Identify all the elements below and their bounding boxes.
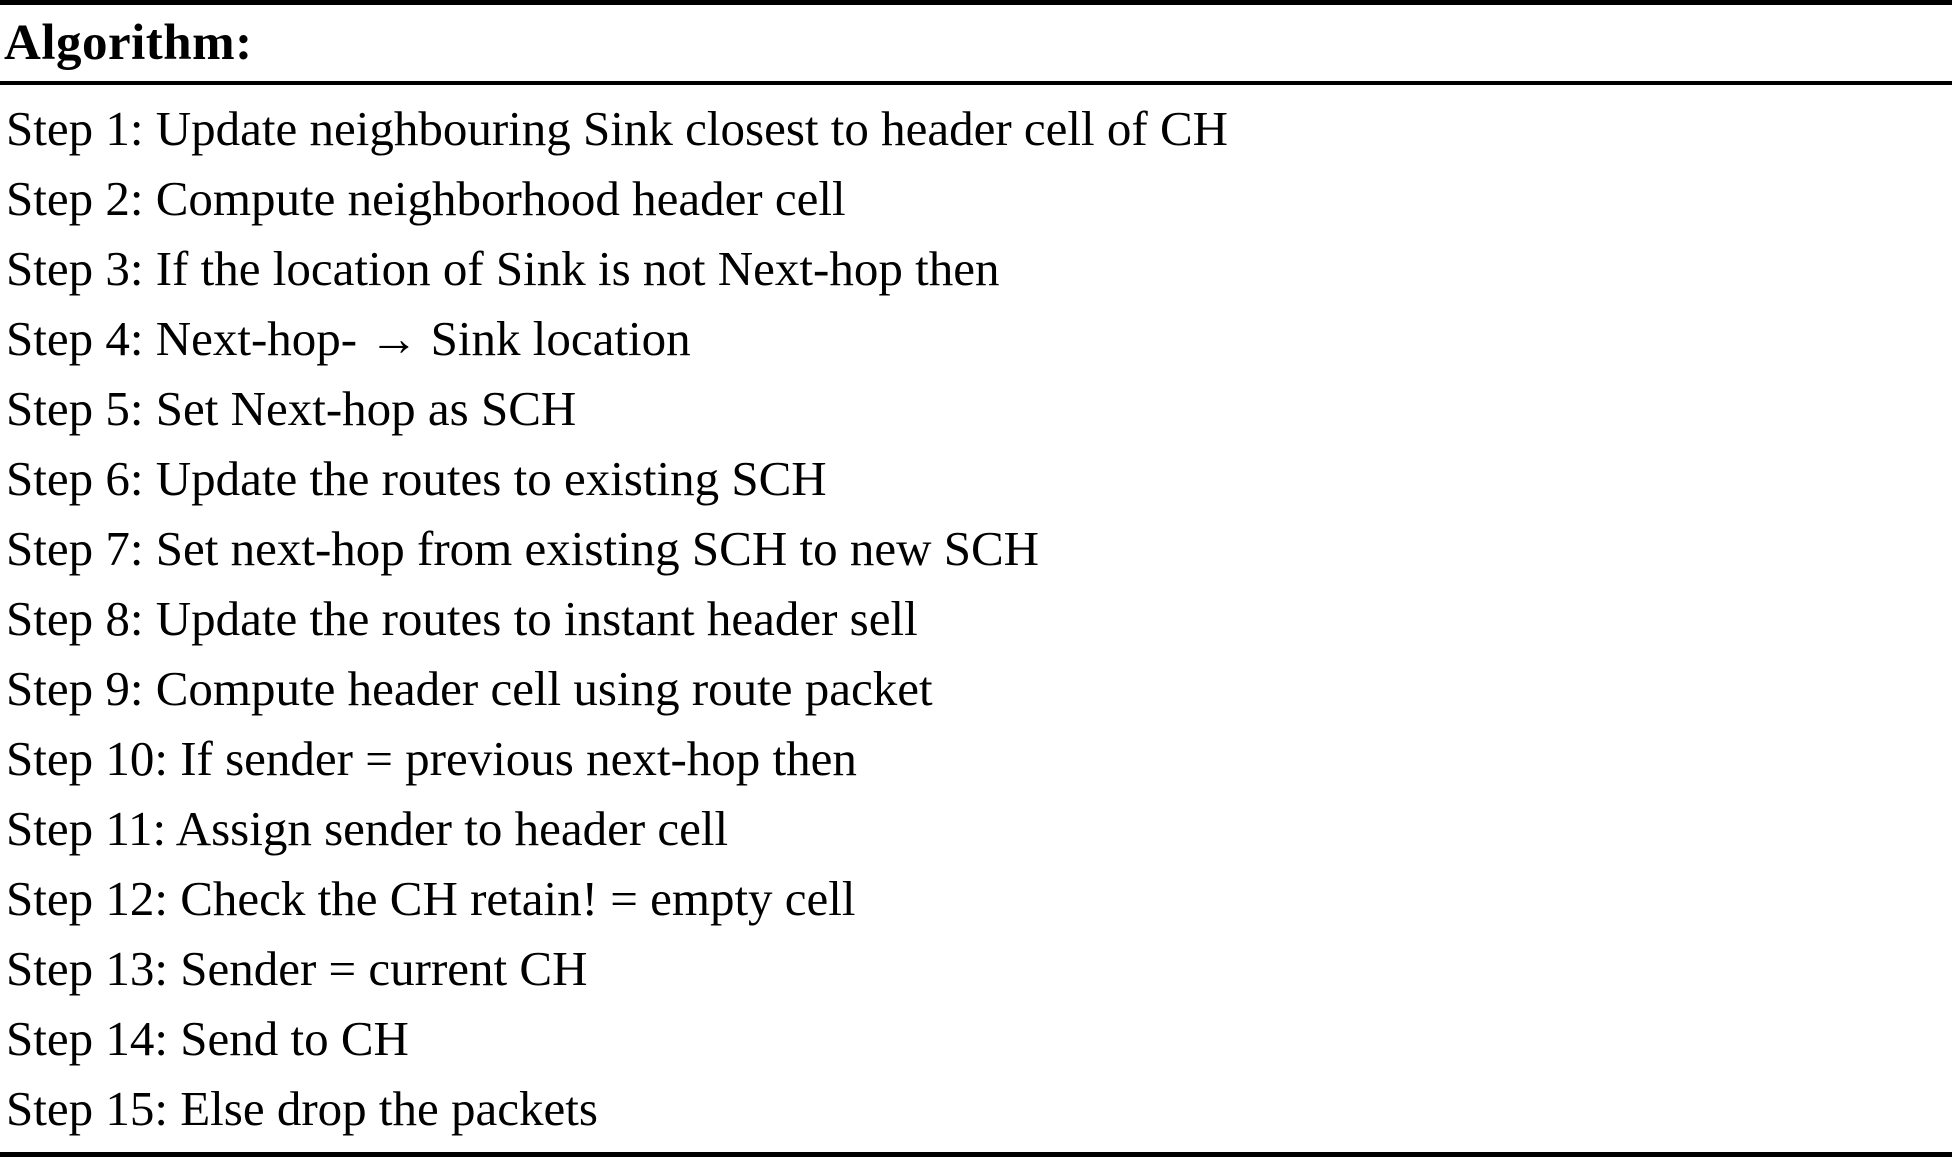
step-line-15: Step 15: Else drop the packets: [6, 1081, 598, 1136]
step-line-13: Step 13: Sender = current CH: [6, 941, 588, 996]
step-line-5: Step 5: Set Next-hop as SCH: [6, 381, 577, 436]
step-line-7: Step 7: Set next-hop from existing SCH t…: [6, 521, 1040, 576]
algorithm-steps: Step 1: Update neighbouring Sink closest…: [0, 85, 1952, 1144]
step-line-11: Step 11: Assign sender to header cell: [6, 801, 729, 856]
algorithm-title: Algorithm:: [4, 15, 253, 71]
step-line-8: Step 8: Update the routes to instant hea…: [6, 591, 918, 646]
step-line-4: Step 4: Next-hop- → Sink location: [6, 311, 691, 366]
algorithm-header: Algorithm:: [0, 5, 1952, 85]
step-line-9: Step 9: Compute header cell using route …: [6, 661, 933, 716]
step-line-3: Step 3: If the location of Sink is not N…: [6, 241, 1000, 296]
step-line-12: Step 12: Check the CH retain! = empty ce…: [6, 871, 856, 926]
step-line-1: Step 1: Update neighbouring Sink closest…: [6, 101, 1229, 156]
step-line-10: Step 10: If sender = previous next-hop t…: [6, 731, 857, 786]
step-line-2: Step 2: Compute neighborhood header cell: [6, 171, 846, 226]
step-line-14: Step 14: Send to CH: [6, 1011, 409, 1066]
step-line-6: Step 6: Update the routes to existing SC…: [6, 451, 827, 506]
